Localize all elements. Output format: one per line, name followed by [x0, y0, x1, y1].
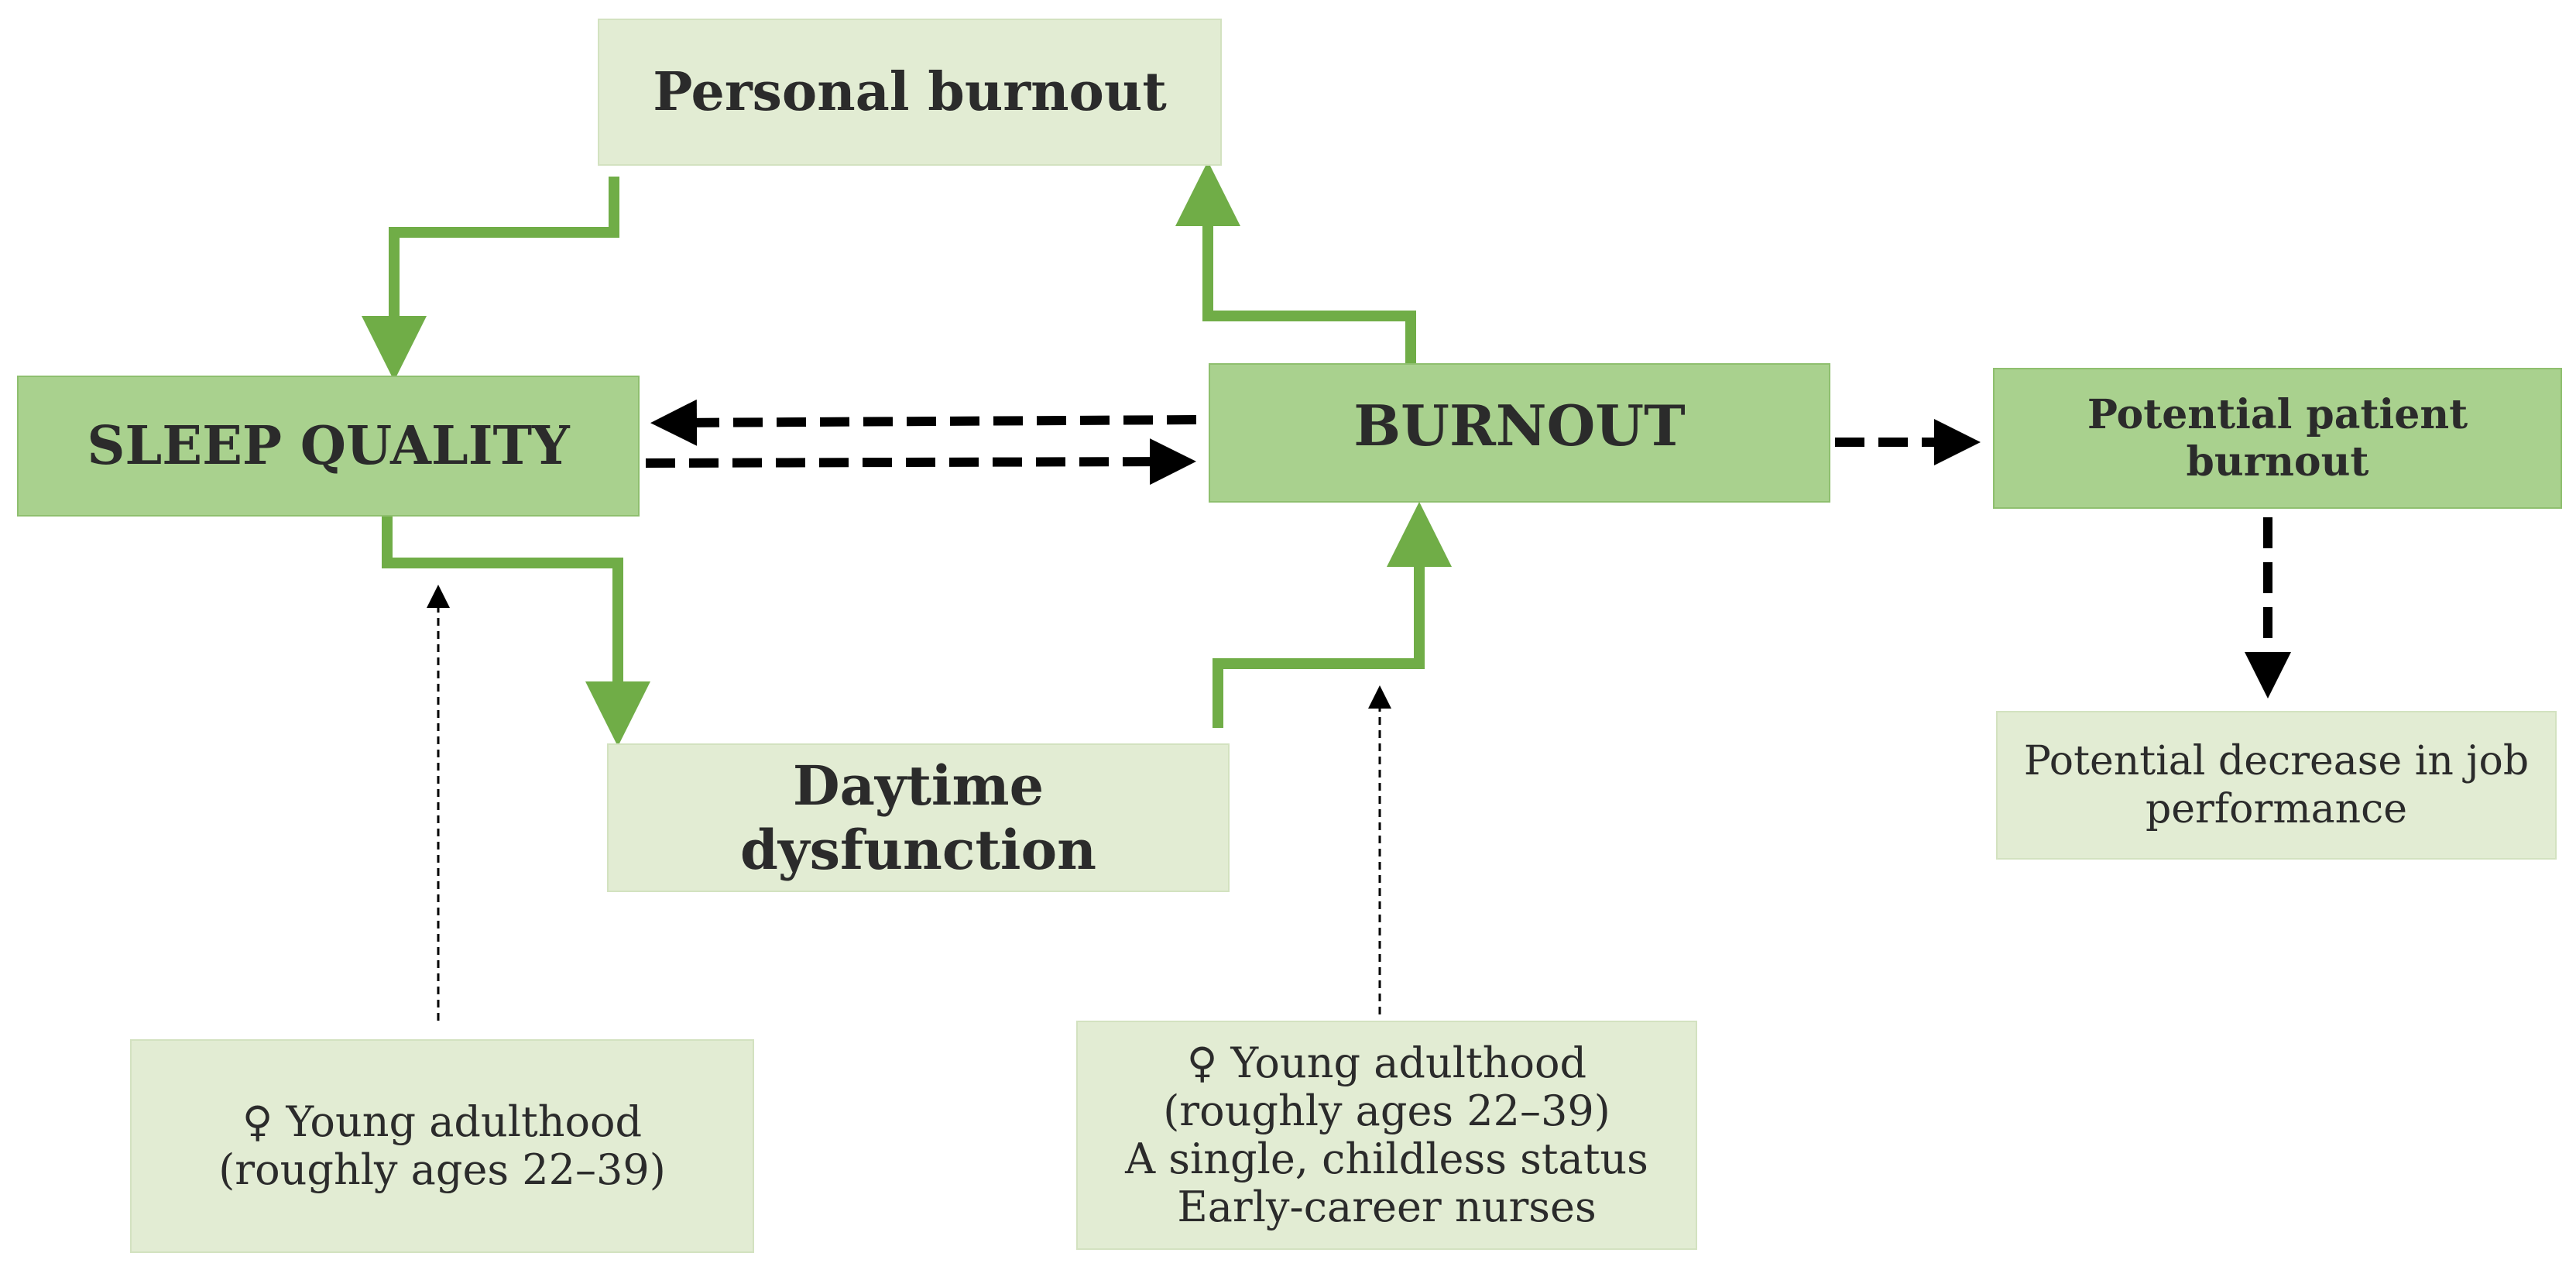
arrow-daytime-to-burnout [1213, 502, 1452, 728]
dashed-arrow-burnout-to-sleep [650, 399, 1197, 446]
job-performance-line-1: Potential decrease in job [2023, 737, 2530, 784]
daytime-dysfunction-box: Daytime dysfunction [607, 743, 1230, 892]
sleep-factor-line-1: ♀ Young adulthood [242, 1097, 643, 1146]
daytime-dysfunction-label: Daytime dysfunction [739, 753, 1097, 882]
potential-patient-burnout-box: Potential patient burnout [1993, 368, 2562, 509]
arrow-burnout-to-personal [1175, 161, 1416, 363]
job-performance-line-2: performance [2145, 786, 2408, 832]
sleep-risk-factors-box: ♀ Young adulthood (roughly ages 22–39) [130, 1039, 754, 1253]
burnout-factor-line-1: ♀ Young adulthood [1186, 1038, 1587, 1087]
burnout-factor-line-4: Early-career nurses [1177, 1182, 1597, 1232]
personal-burnout-label: Personal burnout [653, 61, 1167, 123]
arrow-personal-to-sleep [362, 177, 619, 381]
sleep-factor-line-2: (roughly ages 22–39) [218, 1145, 666, 1194]
job-performance-box: Potential decrease in job performance [1996, 711, 2557, 860]
burnout-factor-line-2: (roughly ages 22–39) [1163, 1086, 1610, 1135]
potential-patient-burnout-label: Potential patient burnout [2087, 391, 2468, 486]
burnout-label: BURNOUT [1353, 392, 1686, 458]
dashed-arrow-sleep-to-burnout [645, 438, 1196, 486]
burnout-box: BURNOUT [1209, 363, 1830, 503]
sleep-quality-box: SLEEP QUALITY [17, 376, 640, 517]
personal-burnout-box: Personal burnout [598, 19, 1222, 166]
burnout-risk-factors-box: ♀ Young adulthood (roughly ages 22–39) A… [1076, 1021, 1697, 1250]
sleep-quality-label: SLEEP QUALITY [87, 415, 570, 477]
arrow-sleep-to-daytime [382, 517, 650, 747]
burnout-factor-line-3: A single, childless status [1125, 1134, 1648, 1183]
